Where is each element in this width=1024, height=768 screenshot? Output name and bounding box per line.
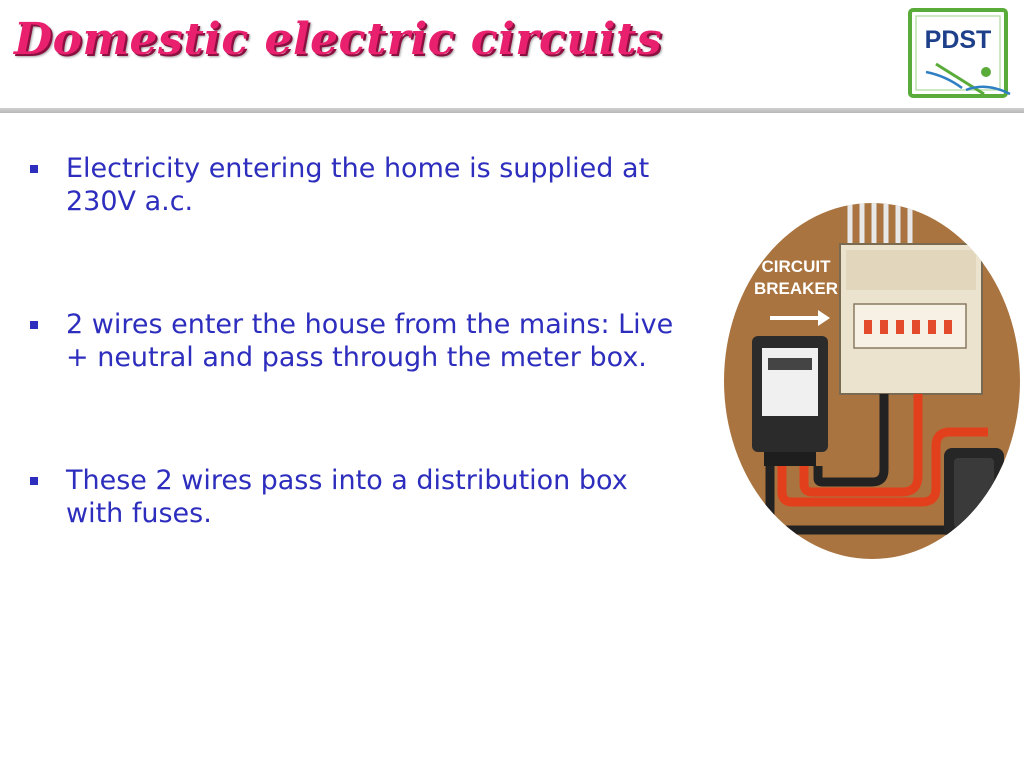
- circuit-label: CIRCUIT: [762, 257, 832, 276]
- square-bullet-icon: [30, 165, 38, 173]
- circuit-breaker-meter-illustration: CIRCUIT BREAKER: [722, 196, 1024, 562]
- bullet-item: These 2 wires pass into a distribution b…: [28, 464, 678, 530]
- bullet-list: Electricity entering the home is supplie…: [28, 152, 678, 530]
- logo-text: PDST: [925, 26, 992, 54]
- bullet-item: 2 wires enter the house from the mains: …: [28, 308, 678, 374]
- bullet-text: 2 wires enter the house from the mains: …: [66, 309, 674, 373]
- title-divider: [0, 108, 1024, 113]
- breaker-label: BREAKER: [754, 279, 838, 298]
- square-bullet-icon: [30, 477, 38, 485]
- bullet-text: Electricity entering the home is supplie…: [66, 153, 650, 217]
- slide-title: Domestic electric circuits: [14, 14, 663, 65]
- pdst-logo-icon: PDST: [906, 6, 1016, 102]
- bullet-item: Electricity entering the home is supplie…: [28, 152, 678, 218]
- bullet-text: These 2 wires pass into a distribution b…: [66, 465, 628, 529]
- square-bullet-icon: [30, 321, 38, 329]
